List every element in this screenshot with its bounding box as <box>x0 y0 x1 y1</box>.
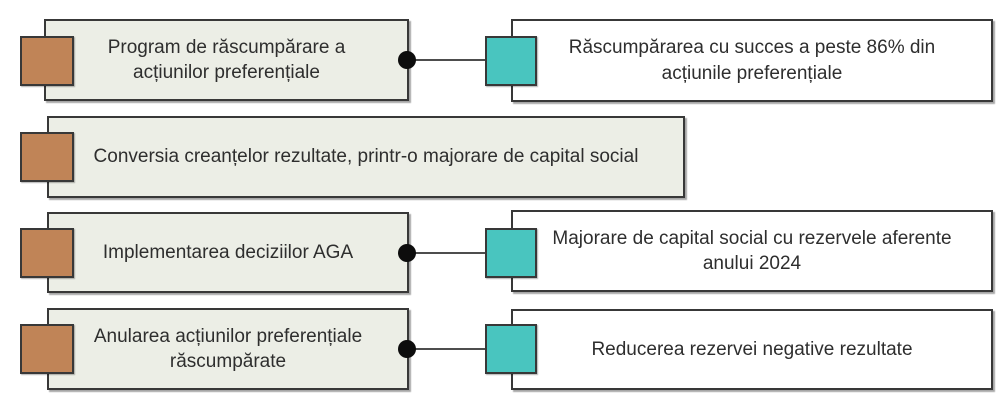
connector-line <box>407 348 487 350</box>
brown-square-icon <box>20 228 74 278</box>
connector-line <box>407 252 487 254</box>
process-box-3: Implementarea deciziilor AGA <box>47 212 409 293</box>
outcome-box-1-label: Răscumpărarea cu succes a peste 86% din … <box>568 37 936 84</box>
process-box-1-label: Program de răscumpărare a acțiunilor pre… <box>107 36 346 83</box>
process-box-4: Anularea acțiunilor preferențiale răscum… <box>47 308 409 390</box>
connector-dot <box>398 340 416 358</box>
connector-dot <box>398 51 416 69</box>
teal-square-icon <box>485 324 537 374</box>
process-box-4-label: Anularea acțiunilor preferențiale răscum… <box>93 325 363 372</box>
outcome-box-4: Reducerea rezervei negative rezultate <box>511 309 993 390</box>
brown-square-icon <box>20 132 74 182</box>
outcome-box-4-label: Reducerea rezervei negative rezultate <box>591 338 913 360</box>
process-box-2: Conversia creanțelor rezultate, printr-o… <box>47 116 685 198</box>
process-box-2-label: Conversia creanțelor rezultate, printr-o… <box>93 146 639 168</box>
brown-square-icon <box>20 324 74 374</box>
connector-line <box>407 59 487 61</box>
outcome-box-3-label: Majorare de capital social cu rezervele … <box>552 227 952 274</box>
brown-square-icon <box>20 36 74 86</box>
connector-dot <box>398 244 416 262</box>
process-box-1: Program de răscumpărare a acțiunilor pre… <box>44 19 409 101</box>
outcome-box-1: Răscumpărarea cu succes a peste 86% din … <box>511 19 993 102</box>
process-box-3-label: Implementarea deciziilor AGA <box>102 241 354 263</box>
teal-square-icon <box>485 228 537 278</box>
teal-square-icon <box>485 36 537 86</box>
outcome-box-3: Majorare de capital social cu rezervele … <box>511 210 993 292</box>
